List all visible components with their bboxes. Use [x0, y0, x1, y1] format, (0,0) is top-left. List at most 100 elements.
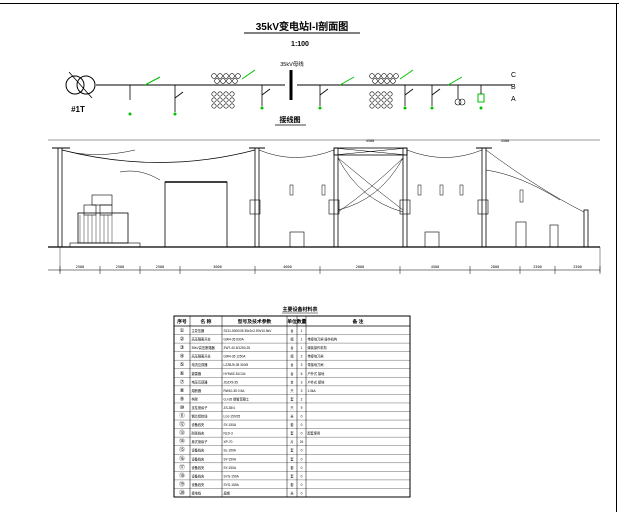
table-cell-qty: 0: [301, 423, 303, 427]
dimension-label: 2500: [76, 265, 84, 269]
transformer-label: #1T: [71, 105, 85, 114]
table-cell-unit: 只: [290, 406, 293, 410]
table-cell-unit: 台: [290, 345, 293, 350]
table-cell-no: ⑭: [179, 437, 185, 445]
dimension-label: 2500: [533, 265, 541, 269]
table-cell-qty: 2: [301, 355, 303, 359]
dimension-label: 2500: [573, 265, 581, 269]
table-cell-unit: 台: [290, 371, 293, 376]
table-header-cell: 数量: [297, 318, 307, 325]
gantry-column-1: [57, 147, 63, 248]
table-cell-name: 设备线夹: [192, 448, 206, 453]
table-cell-no: ⑮: [179, 446, 185, 454]
table-cell-spec: LZZBJ9-35 300/5: [224, 363, 249, 367]
table-cell-no: ⑲: [179, 480, 185, 488]
transformer-mark: [68, 71, 93, 99]
phase-label-a: A: [511, 96, 516, 103]
top-dimension-2: 4500: [501, 139, 509, 143]
drawing-title: 35kV变电站Ⅰ-Ⅰ剖面图: [256, 20, 349, 33]
table-cell-no: ⑦: [180, 378, 185, 385]
gantry-column-5: [481, 147, 487, 248]
table-cell-spec: XP-70: [224, 440, 233, 444]
table-cell-name: 钢芯铝绞线: [192, 414, 209, 419]
table-cell-qty: 24: [300, 440, 304, 444]
table-cell-no: ⑫: [179, 420, 185, 428]
table-cell-note: 带接地刀闸: [308, 362, 324, 367]
table-cell-unit: 套: [290, 396, 294, 401]
switch-left-1: [144, 76, 161, 86]
table-cell-spec: SYG-150A: [224, 483, 240, 487]
table-cell-unit: 套: [290, 465, 294, 470]
table-frame: [173, 315, 411, 498]
table-cell-name: 主变压器: [192, 328, 206, 333]
table-cell-spec: LGJ-150/25: [224, 415, 241, 419]
table-cell-spec: SZ11-5000/35 35±3×2.5%/10.5kV: [224, 329, 273, 333]
table-cell-no: ⑧: [180, 387, 185, 394]
transformer-winding-secondary: [76, 75, 96, 95]
table-cell-note: 1.5kA: [308, 389, 317, 393]
table-cell-unit: 套: [290, 448, 294, 453]
arrester-icon: [477, 93, 485, 103]
table-cell-spec: SY-150A: [224, 466, 237, 470]
table-cell-no: ⑰: [179, 463, 185, 471]
table-cell-qty: 0: [301, 474, 303, 478]
table-cell-name: 设备线夹: [192, 482, 206, 487]
table-cell-qty: 0: [301, 457, 303, 461]
dimension-label: 2000: [356, 265, 364, 269]
gantry-column-4: [402, 147, 408, 248]
table-cell-spec: ZS-35/4: [224, 406, 236, 410]
table-cell-spec: GW4-35 630A: [224, 338, 245, 342]
table-cell-spec: GJ-35 钢管混凝土: [224, 396, 250, 401]
table-cell-spec: 扁钢: [224, 490, 230, 495]
table-header-cell: 单位: [287, 318, 297, 325]
table-cell-name: 高压隔离开关: [192, 337, 212, 342]
table-cell-qty: 9: [301, 406, 303, 410]
table-cell-name: 设备线夹: [192, 473, 206, 478]
table-cell-qty: 2: [301, 397, 303, 401]
table-cell-qty: 0: [301, 449, 303, 453]
table-cell-name: 耐张线夹: [192, 431, 206, 436]
ct-bank-right: [369, 73, 399, 109]
table-cell-name: 高压隔离开关: [192, 354, 212, 359]
top-dimension-1: 4500: [366, 139, 374, 143]
table-cell-spec: NLD-3: [224, 432, 233, 436]
table-cell-no: ⑱: [179, 471, 185, 479]
table-cell-name: 支柱绝缘子: [192, 405, 209, 410]
ct-bank-left: [211, 73, 241, 109]
table-cell-name: 悬式绝缘子: [192, 439, 209, 444]
dimension-label: 2500: [156, 265, 164, 269]
table-cell-no: ⑳: [179, 488, 185, 496]
table-cell-unit: 片: [290, 439, 293, 444]
table-header-cell: 名 称: [201, 318, 212, 325]
wiring-diagram: #1T 35kV母线: [65, 60, 516, 126]
table-cell-spec: GW4-35 1250A: [224, 355, 247, 359]
table-cell-qty: 3: [301, 363, 303, 367]
dimension-label: 4000: [283, 265, 291, 269]
transformer-winding-primary: [65, 75, 85, 95]
dimension-label: 4500: [431, 265, 439, 269]
table-cell-no: ⑤: [180, 361, 185, 368]
table-cell-name: 电压互感器: [192, 379, 209, 384]
table-cell-name: 接地线: [192, 490, 202, 495]
table-cell-spec: ZW7-40.5/1250-25: [224, 346, 251, 350]
table-cell-no: ⑬: [179, 429, 185, 437]
table-cell-spec: SYG-150A: [224, 474, 240, 478]
table-cell-unit: 套: [290, 431, 294, 436]
table-cell-no: ⑯: [179, 454, 185, 462]
table-cell-name: 电流互感器: [192, 362, 209, 367]
wiring-diagram-label: 接线图: [280, 115, 301, 124]
table-cell-spec: SY-150A: [224, 457, 237, 461]
table-cell-name: 设备线夹: [192, 465, 206, 470]
gantry-column-3: [333, 147, 339, 248]
table-title: 主要设备材料表: [282, 306, 318, 313]
table-cell-qty: 3: [301, 380, 303, 384]
table-cell-unit: 组: [290, 354, 294, 359]
table-cell-name: 35kV高压断路器: [192, 345, 216, 350]
table-cell-note: 带接地刀闸 操作机构: [308, 337, 338, 342]
gantry-beam: [333, 147, 408, 156]
table-cell-no: ⑥: [180, 370, 185, 377]
transformer-body: [77, 212, 129, 244]
table-cell-no: ①: [180, 327, 185, 334]
